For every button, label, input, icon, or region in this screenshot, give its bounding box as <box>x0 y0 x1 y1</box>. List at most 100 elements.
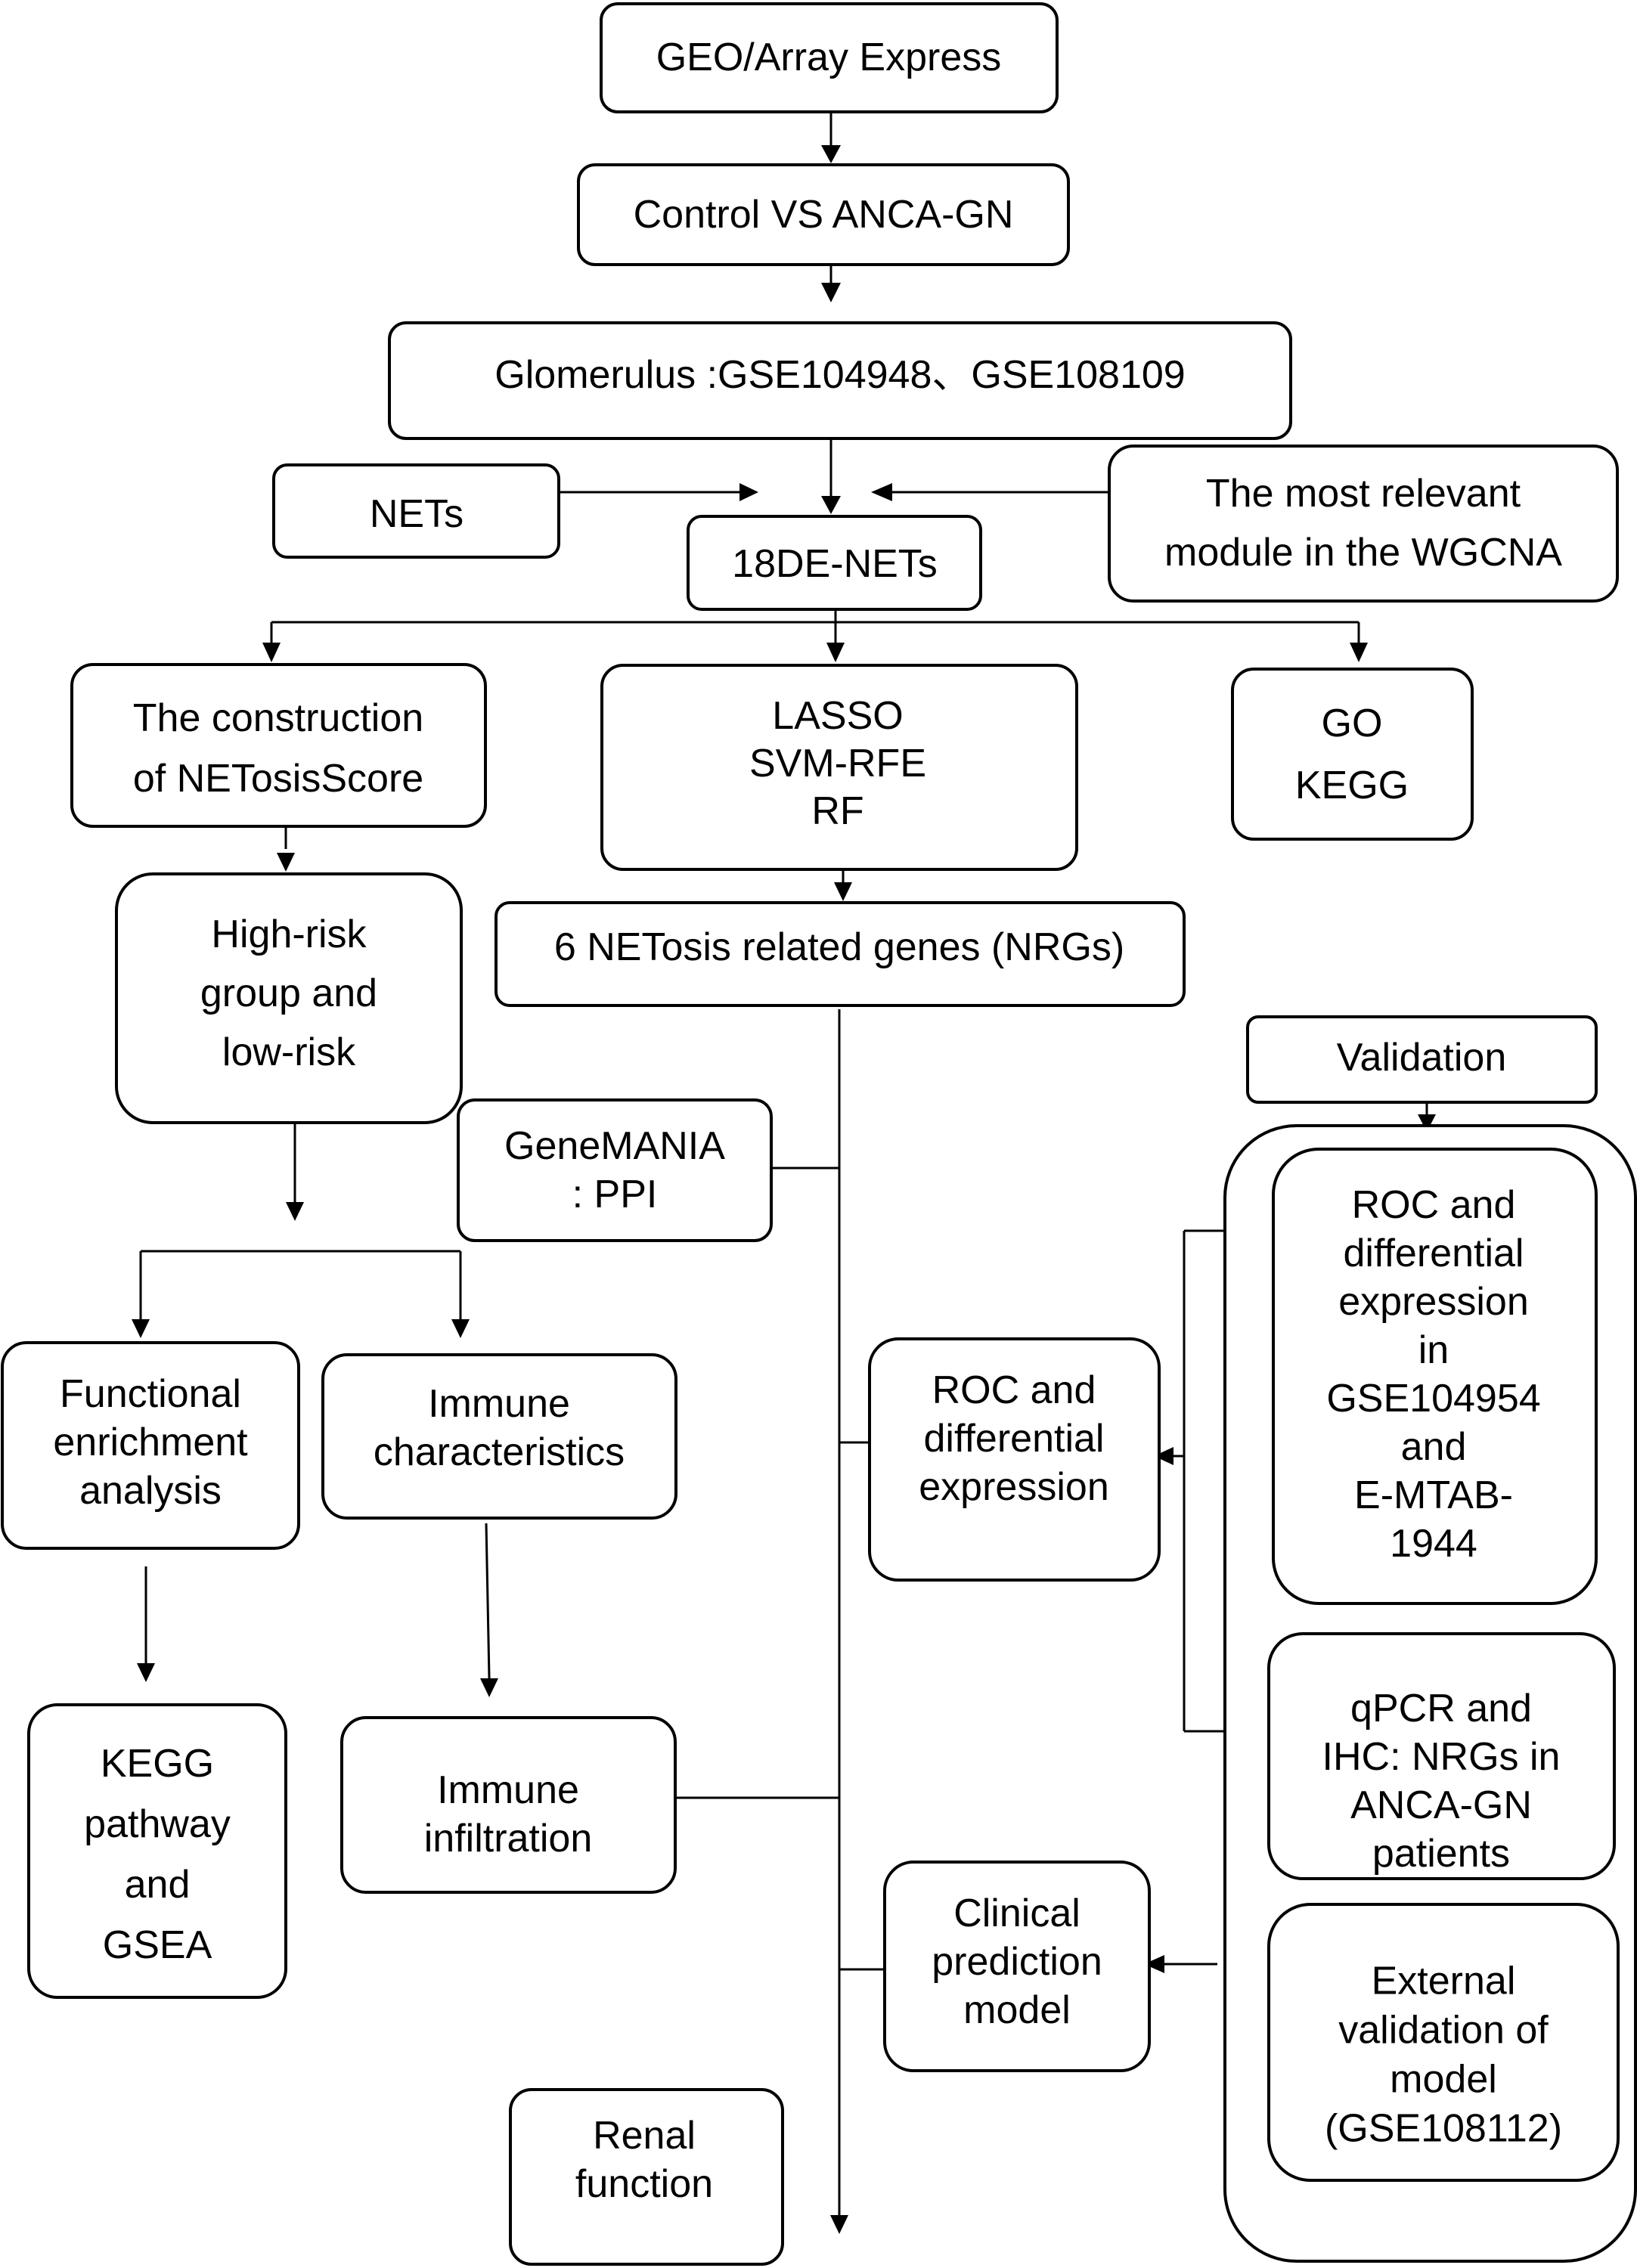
kegg-gsea-label-line: KEGG <box>101 1742 214 1786</box>
arrowheads <box>132 145 1436 2234</box>
renal-box <box>509 2088 784 2266</box>
go-kegg-label-line: GO <box>1322 702 1383 745</box>
glomerulus-box <box>388 321 1292 440</box>
risk-box <box>115 872 463 1124</box>
functional-label-line: analysis <box>79 1469 222 1513</box>
roc-right-box <box>1272 1148 1598 1605</box>
roc-right-label-line: ROC and <box>1352 1183 1516 1227</box>
ml-label-line: LASSO <box>772 694 903 738</box>
immune-char-label-line: Immune <box>428 1382 570 1426</box>
validation-box <box>1246 1015 1598 1104</box>
arrow-wgcna-to-18de <box>871 483 892 501</box>
qpcr-label-line: qPCR and <box>1350 1687 1532 1730</box>
arrow-nets-to-18de <box>739 483 758 501</box>
connectors <box>139 112 1428 2219</box>
geo-label-line: GEO/Array Express <box>656 36 1002 79</box>
glomerulus-label-line: Glomerulus :GSE104948、GSE108109 <box>495 353 1185 397</box>
risk-label-line: group and <box>200 971 377 1015</box>
arrow-to-go-kegg <box>1350 643 1368 662</box>
roc-mid-label-line: expression <box>919 1465 1108 1509</box>
ml-label-line: RF <box>811 789 863 833</box>
ml-label-line: SVM-RFE <box>749 742 926 785</box>
roc-right-label-line: GSE104954 <box>1326 1377 1540 1421</box>
clinical-label-line: model <box>963 1988 1071 2032</box>
kegg-gsea-label-line: and <box>125 1863 191 1907</box>
kegg-gsea-label-line: pathway <box>84 1802 231 1846</box>
validation-label-line: Validation <box>1337 1036 1507 1080</box>
risk-label-line: High-risk <box>211 912 367 956</box>
arrow-to-nrgs <box>834 882 852 901</box>
roc-right-label-line: 1944 <box>1390 1522 1477 1566</box>
genemania-box <box>457 1098 773 1242</box>
immune-char-label-line: characteristics <box>374 1430 625 1474</box>
qpcr-label-line: ANCA-GN <box>1350 1783 1532 1827</box>
ml-box <box>600 664 1078 871</box>
roc-right-label-line: in <box>1418 1328 1449 1372</box>
netosis-score-box <box>70 663 487 828</box>
renal-label-line: Renal <box>593 2114 696 2158</box>
external-label-line: External <box>1372 1960 1516 2003</box>
clinical-label-line: Clinical <box>953 1892 1080 1935</box>
arrow-to-netosis-score <box>262 643 281 662</box>
genemania-label-line: : PPI <box>572 1173 658 1216</box>
clinical-box <box>883 1861 1151 2072</box>
risk-label-line: low-risk <box>222 1030 356 1074</box>
functional-box <box>1 1341 300 1550</box>
arrow-to-clinical <box>1144 1955 1164 1973</box>
arrow-to-immune-char <box>451 1319 470 1338</box>
roc-mid-label-line: differential <box>924 1417 1105 1461</box>
qpcr-box <box>1267 1632 1616 1880</box>
functional-label-line: enrichment <box>53 1421 248 1464</box>
kegg-gsea-label-line: GSEA <box>103 1923 212 1967</box>
functional-label-line: Functional <box>60 1372 241 1416</box>
nets-label-line: NETs <box>370 492 464 536</box>
de-nets-box <box>687 515 982 611</box>
roc-right-label-line: expression <box>1338 1280 1528 1324</box>
arrow-to-ml <box>826 643 845 662</box>
external-label-line: (GSE108112) <box>1325 2107 1562 2151</box>
wgcna-label-line: module in the WGCNA <box>1164 531 1562 575</box>
arrow-to-kegg-gsea <box>137 1663 155 1682</box>
nrgs-label-line: 6 NETosis related genes (NRGs) <box>554 925 1124 969</box>
immune-inf-label-line: Immune <box>437 1768 579 1812</box>
control-label-line: Control VS ANCA-GN <box>634 193 1014 237</box>
genemania-label-line: GeneMANIA <box>504 1124 725 1168</box>
kegg-gsea-box <box>27 1703 287 1999</box>
qpcr-label-line: IHC: NRGs in <box>1322 1735 1561 1779</box>
wgcna-label-line: The most relevant <box>1206 472 1521 516</box>
arrow-to-roc-mid <box>1154 1447 1173 1465</box>
netosis-score-label-line: The construction <box>133 696 423 740</box>
nrgs-box <box>495 901 1186 1007</box>
control-box <box>577 163 1070 266</box>
go-kegg-box <box>1231 668 1474 841</box>
netosis-score-label-line: of NETosisScore <box>133 757 423 801</box>
arrow-to-glomerulus <box>821 283 841 302</box>
roc-right-label-line: and <box>1401 1425 1467 1469</box>
immune-inf-label-line: infiltration <box>424 1817 593 1861</box>
de-nets-label-line: 18DE-NETs <box>732 542 938 586</box>
qpcr-label-line: patients <box>1372 1832 1510 1876</box>
wgcna-box <box>1108 445 1619 603</box>
renal-label-line: function <box>575 2162 713 2206</box>
roc-right-label-line: differential <box>1344 1232 1524 1275</box>
go-kegg-label-line: KEGG <box>1295 764 1409 807</box>
arrow-to-renal <box>830 2215 848 2234</box>
arrow-to-immune-inf <box>480 1678 498 1697</box>
arrow-to-18de-nets <box>821 496 841 514</box>
arrow-to-validation-group <box>1418 1114 1436 1132</box>
arrow-to-risk <box>277 853 295 872</box>
arrow-to-control <box>821 145 841 163</box>
roc-mid-label-line: ROC and <box>932 1368 1096 1412</box>
immune-char-box <box>321 1353 677 1520</box>
external-box <box>1267 1903 1620 2182</box>
nets-box <box>272 463 560 559</box>
external-label-line: validation of <box>1338 2009 1549 2053</box>
roc-right-label-line: E-MTAB- <box>1354 1473 1513 1517</box>
clinical-label-line: prediction <box>932 1940 1102 1984</box>
roc-mid-box <box>868 1337 1161 1582</box>
geo-box <box>600 2 1059 113</box>
external-label-line: model <box>1390 2058 1497 2102</box>
